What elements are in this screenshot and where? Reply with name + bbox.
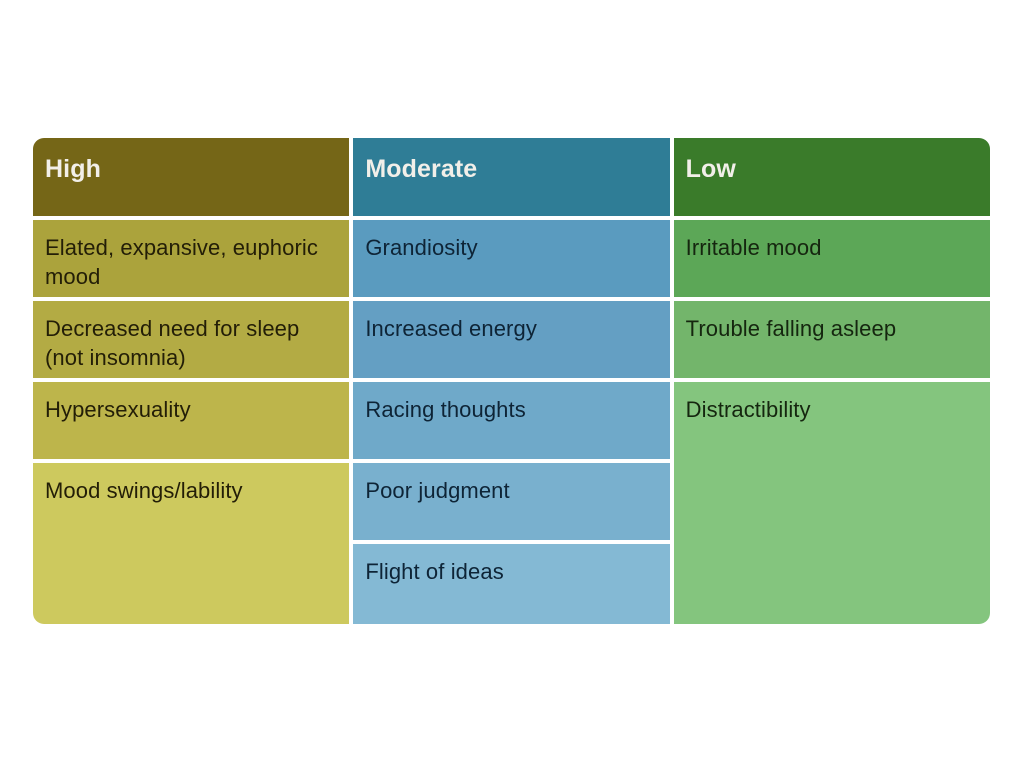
cell-moderate-increased-energy: Increased energy: [353, 301, 670, 378]
cell-low-distractibility: Distractibility: [673, 382, 990, 624]
cell-low-trouble-falling-asleep: Trouble falling asleep: [673, 301, 990, 378]
column-header-moderate: Moderate: [353, 138, 670, 216]
cell-high-hypersexuality: Hypersexuality: [33, 382, 350, 459]
cell-high-elated-mood: Elated, expansive, euphoric mood: [33, 220, 350, 297]
severity-table: High Elated, expansive, euphoric mood De…: [33, 138, 990, 628]
cell-moderate-grandiosity: Grandiosity: [353, 220, 670, 297]
cell-low-irritable-mood: Irritable mood: [673, 220, 990, 297]
column-header-low: Low: [673, 138, 990, 216]
cell-high-mood-swings: Mood swings/lability: [33, 463, 350, 624]
cell-moderate-racing-thoughts: Racing thoughts: [353, 382, 670, 459]
cell-moderate-flight-of-ideas: Flight of ideas: [353, 544, 670, 624]
column-header-high: High: [33, 138, 350, 216]
cell-moderate-poor-judgment: Poor judgment: [353, 463, 670, 540]
cell-high-decreased-sleep: Decreased need for sleep (not insomnia): [33, 301, 350, 378]
